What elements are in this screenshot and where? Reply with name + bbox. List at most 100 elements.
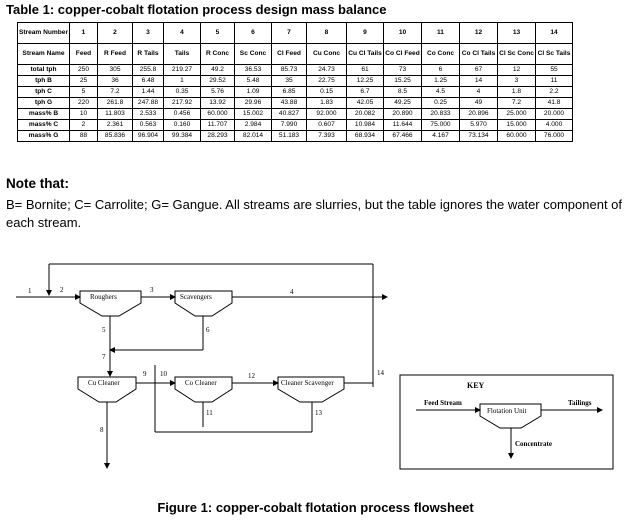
table-cell: 0.15 [306,86,347,98]
table-cell: 15.000 [497,119,536,131]
table-cell: 12 [497,64,536,76]
table-cell: 11.707 [200,119,235,131]
table-cell: 10 [69,108,98,120]
table-cell: 20.890 [383,108,422,120]
table-cell: 217.92 [163,97,201,109]
table-cell: 0.25 [421,97,460,109]
table-cell: 6.7 [346,86,384,98]
key-box [399,374,614,470]
stream-label-14: 14 [377,369,385,377]
stream-label-8: 8 [100,426,104,434]
table-cell: 35 [271,75,307,87]
stream-name-cell: Cl Sc Tails [535,43,573,65]
table-cell: 85.836 [97,130,133,142]
table-cell: 14 [459,75,498,87]
stream-name-cell: Co Cl Feed [383,43,422,65]
stream-number-cell: 1 [69,22,98,44]
table-cell: 7.990 [271,119,307,131]
table-cell: 219.27 [163,64,201,76]
stream-number-cell: 8 [306,22,347,44]
table-cell: 99.384 [163,130,201,142]
key-tailings-label: Tailings [568,399,592,407]
stream-number-cell: 2 [97,22,133,44]
stream-number-cell: 5 [200,22,235,44]
key-feed-label: Feed Stream [424,399,462,407]
table-cell: 75.000 [421,119,460,131]
stream-label-13: 13 [315,409,323,417]
row-label: Stream Name [17,43,70,65]
table-cell: 20.896 [459,108,498,120]
stream-name-cell: R Feed [97,43,133,65]
table-cell: 1.25 [421,75,460,87]
table-cell: 73 [383,64,422,76]
table-cell: 4 [459,86,498,98]
roughers-label: Roughers [90,293,117,301]
table-cell: 2.2 [535,86,573,98]
key-concentrate-label: Concentrate [515,440,552,448]
table-cell: 68.934 [346,130,384,142]
stream-label-7: 7 [102,353,106,361]
table-cell: 11.644 [383,119,422,131]
table-cell: 0.607 [306,119,347,131]
table-cell: 7.2 [497,97,536,109]
table-cell: 2 [69,119,98,131]
table-cell: 49.2 [200,64,235,76]
stream-label-12: 12 [248,372,256,380]
stream-name-cell: Cl Feed [271,43,307,65]
table-cell: 5.76 [200,86,235,98]
stream-number-cell: 7 [271,22,307,44]
table-cell: 60.000 [497,130,536,142]
table-cell: 25 [69,75,98,87]
stream-label-9: 9 [143,370,147,378]
table-cell: 305 [97,64,133,76]
table-cell: 6 [421,64,460,76]
row-label: mass% C [17,119,70,131]
table-cell: 5.48 [234,75,272,87]
table-cell: 25.000 [497,108,536,120]
table-cell: 20.833 [421,108,460,120]
table-cell: 250 [69,64,98,76]
table-cell: 51.183 [271,130,307,142]
stream-name-cell: Feed [69,43,98,65]
stream-number-cell: 4 [163,22,201,44]
table-cell: 15.25 [383,75,422,87]
row-label: mass% B [17,108,70,120]
table-cell: 76.000 [535,130,573,142]
table-cell: 36.53 [234,64,272,76]
table-cell: 12.25 [346,75,384,87]
cu-cleaner-unit [77,376,137,403]
stream-name-cell: Cu Conc [306,43,347,65]
table-cell: 5.970 [459,119,498,131]
table-cell: 24.73 [306,64,347,76]
table-cell: 4.167 [421,130,460,142]
table-cell: 2.533 [132,108,164,120]
stream-number-cell: 12 [459,22,498,44]
stream-number-cell: 14 [535,22,573,44]
table-cell: 36 [97,75,133,87]
table-cell: 41.8 [535,97,573,109]
table-cell: 1.44 [132,86,164,98]
table-cell: 0.35 [163,86,201,98]
scavengers-label: Scavengers [180,293,212,301]
table-cell: 15.002 [234,108,272,120]
table-cell: 55 [535,64,573,76]
stream-name-cell: R Tails [132,43,164,65]
stream-label-6: 6 [206,326,210,334]
stream-label-10: 10 [160,370,168,378]
table-cell: 247.88 [132,97,164,109]
table-cell: 42.05 [346,97,384,109]
table-cell: 7.2 [97,86,133,98]
table-cell: 6.85 [271,86,307,98]
row-label: tph G [17,97,70,109]
table-cell: 20.082 [346,108,384,120]
table-cell: 7.393 [306,130,347,142]
stream-name-cell: Co Conc [421,43,460,65]
stream-number-cell: 10 [383,22,422,44]
